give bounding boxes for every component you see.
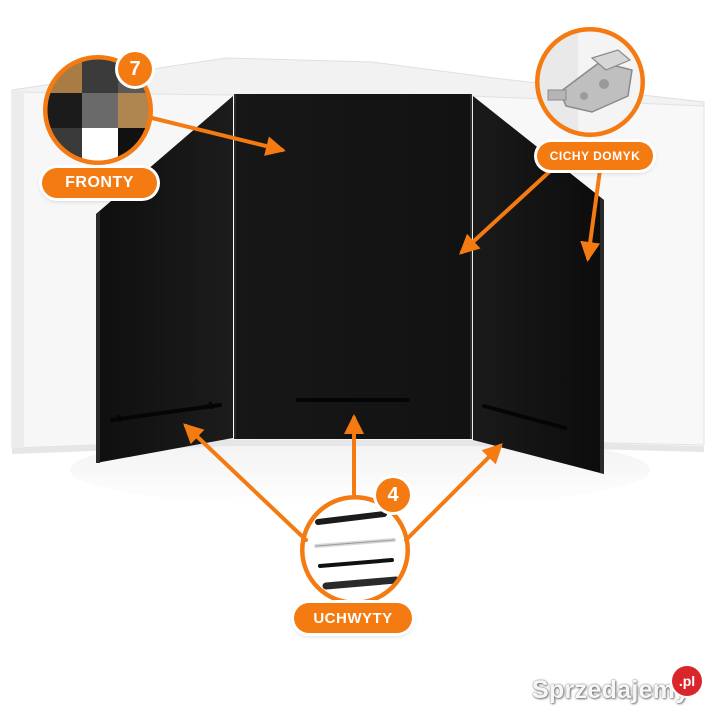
handles-icon <box>300 495 410 605</box>
uchwyty-label: UCHWYTY <box>294 603 412 633</box>
handle-right <box>482 404 567 430</box>
watermark-tld-badge: .pl <box>672 666 702 696</box>
fronty-count-badge: 7 <box>118 52 152 86</box>
arrow-uchwyty-left <box>183 423 308 542</box>
arrow-domyk-right <box>580 168 602 262</box>
fronty-label: FRONTY <box>42 168 157 198</box>
arrow-icon <box>150 116 602 542</box>
arrow-fronty <box>150 116 286 156</box>
cabinet-left-edge <box>12 92 24 448</box>
arrow-domyk-middle <box>459 160 562 255</box>
watermark-brand: Sprzedajemy <box>532 676 690 704</box>
corner-cabinet <box>11 57 705 474</box>
door-right-edge <box>600 198 604 474</box>
uchwyty-count-badge: 4 <box>376 478 410 512</box>
door-right <box>473 96 604 474</box>
hinge-icon <box>535 27 645 137</box>
arrow-uchwyty-right <box>404 443 503 542</box>
handle-left <box>110 403 222 422</box>
door-left-edge <box>96 212 100 463</box>
cichy-domyk-label: CICHY DOMYK <box>537 142 653 170</box>
